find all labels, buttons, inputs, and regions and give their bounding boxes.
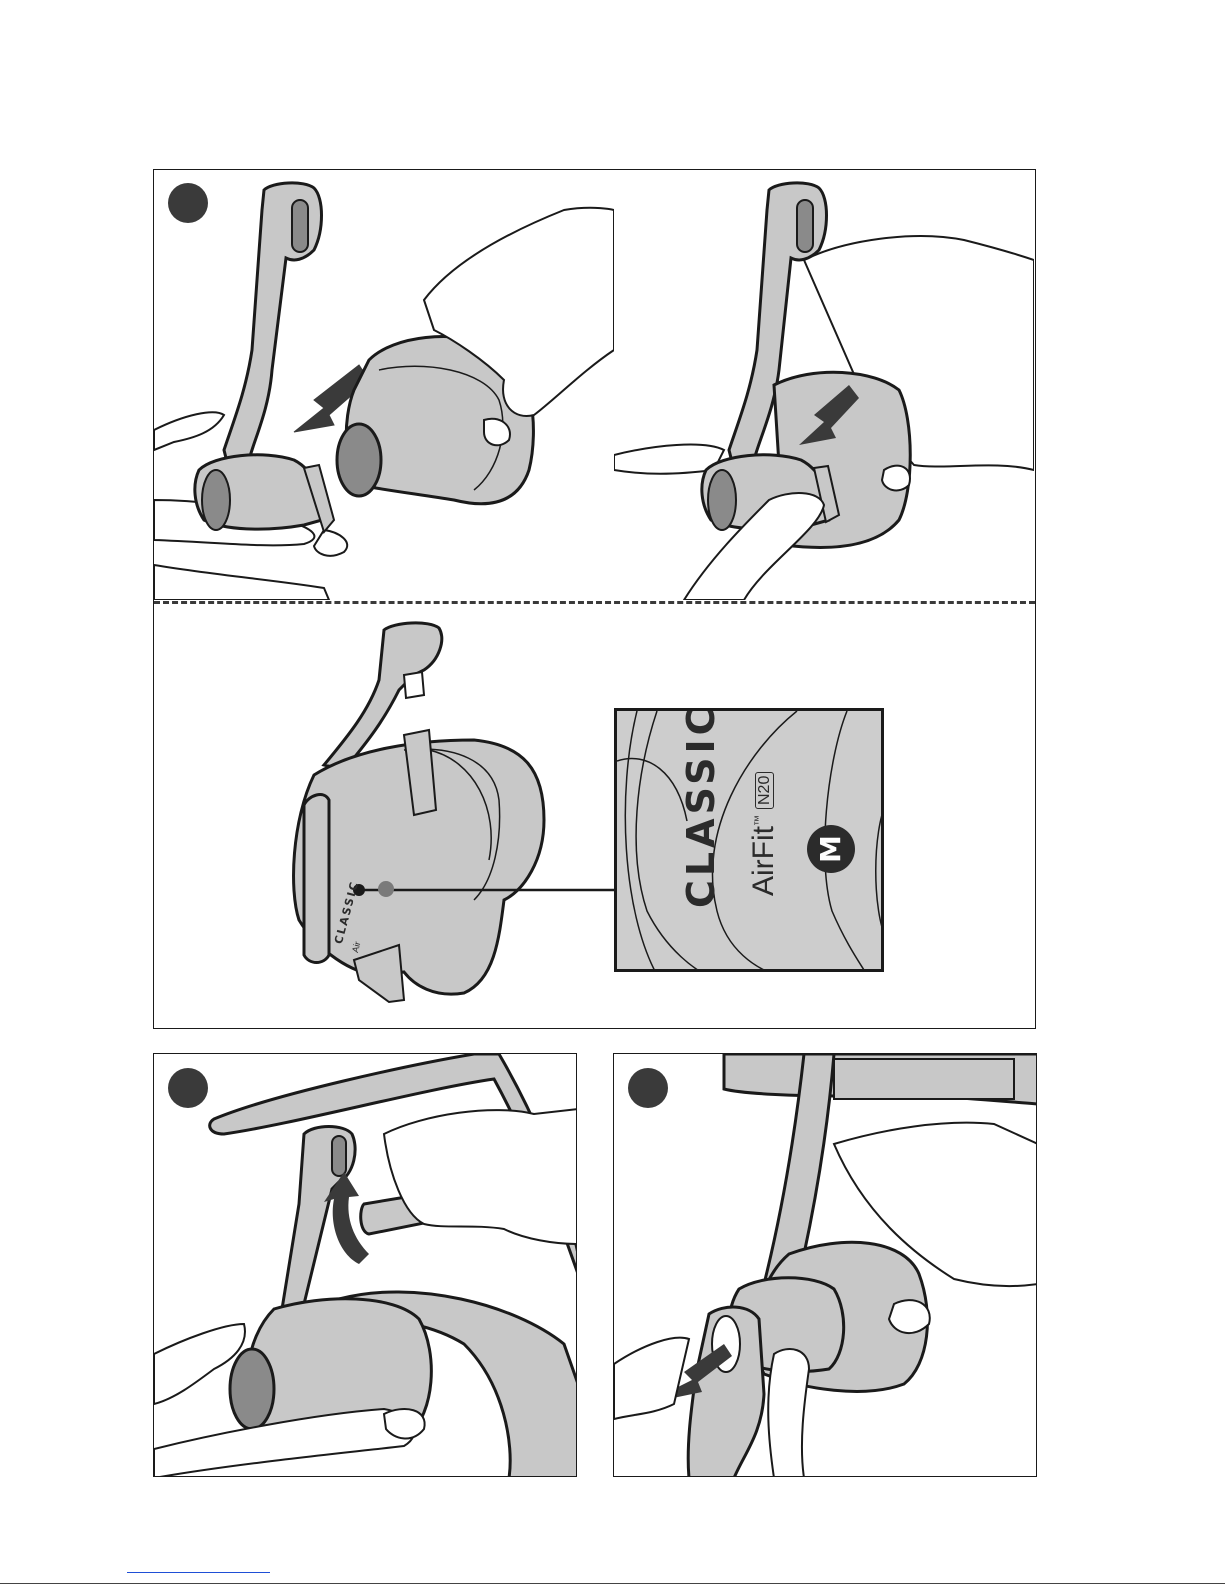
- step-3-illustration: [614, 1054, 1037, 1477]
- footer-link-underline[interactable]: [127, 1572, 270, 1573]
- step-1-panel: CLASSIC Air CLASSIC AirFit™N20 M: [153, 169, 1036, 1029]
- step-1b-illustration: [614, 170, 1034, 600]
- step-3-panel: [613, 1053, 1037, 1477]
- zoom-model-badge: N20: [755, 772, 774, 809]
- zoom-airfit-brand: AirFit: [747, 826, 780, 896]
- zoom-size-badge: M: [807, 825, 855, 873]
- size-marking-zoom: CLASSIC AirFit™ N20 M: [614, 708, 884, 972]
- step-1a-illustration: [154, 170, 614, 600]
- step-2-panel: [153, 1053, 577, 1477]
- page-bottom-rule: [0, 1583, 1225, 1584]
- zoom-airfit-label: AirFit™ N20: [747, 772, 781, 896]
- zoom-classic-label: CLASSIC: [679, 708, 723, 908]
- zoom-airfit-trademark: ™: [753, 815, 765, 826]
- assembled-mask-illustration: [154, 600, 1036, 1029]
- step-2-illustration: [154, 1054, 577, 1477]
